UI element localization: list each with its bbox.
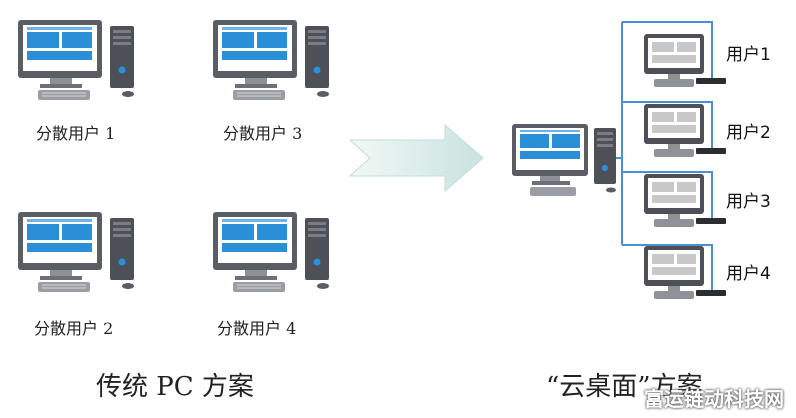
user-label-4: 用户4 <box>726 264 771 284</box>
user-label-distributed-4: 分散用户 4 <box>217 319 297 338</box>
user-label-distributed-2: 分散用户 2 <box>34 319 114 338</box>
network-lines <box>608 21 713 292</box>
watermark-text: 富运链动科技网 <box>644 387 784 411</box>
user-label-distributed-3: 分散用户 3 <box>223 124 303 143</box>
caption-traditional-pc: 传统 PC 方案 <box>96 372 254 402</box>
user-label-2: 用户2 <box>726 123 771 143</box>
caption-cloud-desktop: “云桌面”方案 <box>546 372 703 402</box>
transition-arrow <box>348 123 484 193</box>
user-label-1: 用户1 <box>726 45 771 65</box>
user-label-distributed-1: 分散用户 1 <box>36 124 116 143</box>
user-label-3: 用户3 <box>726 192 771 212</box>
